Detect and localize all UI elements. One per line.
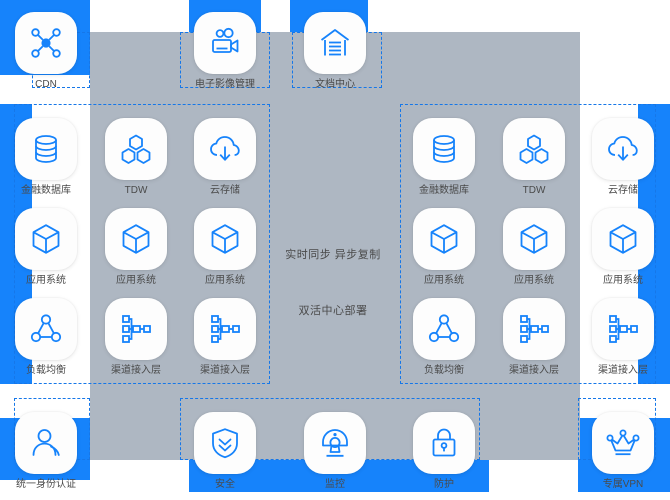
node-label: 应用系统 bbox=[603, 275, 643, 286]
node-label: 应用系统 bbox=[424, 275, 464, 286]
node-protection[interactable]: 防护 bbox=[413, 412, 475, 491]
warehouse-icon bbox=[304, 12, 366, 74]
node-label: 应用系统 bbox=[116, 275, 156, 286]
datacenter-backdrop bbox=[90, 32, 580, 460]
node-right-app-1[interactable]: 应用系统 bbox=[413, 208, 475, 287]
database-icon bbox=[413, 118, 475, 180]
node-label: 应用系统 bbox=[205, 275, 245, 286]
hexagon-cluster-icon bbox=[503, 118, 565, 180]
node-left-channel-2[interactable]: 渠道接入层 bbox=[194, 298, 256, 377]
node-right-financial-db[interactable]: 金融数据库 bbox=[413, 118, 475, 197]
cube-icon bbox=[194, 208, 256, 270]
cube-icon bbox=[592, 208, 654, 270]
node-cdn[interactable]: CDN bbox=[15, 12, 77, 91]
node-right-app-3[interactable]: 应用系统 bbox=[592, 208, 654, 287]
node-right-app-2[interactable]: 应用系统 bbox=[503, 208, 565, 287]
cdn-network-icon bbox=[15, 12, 77, 74]
node-label: 渠道接入层 bbox=[111, 365, 161, 376]
node-label: 云存储 bbox=[608, 185, 638, 196]
node-right-channel-1[interactable]: 渠道接入层 bbox=[503, 298, 565, 377]
cube-icon bbox=[105, 208, 167, 270]
cloud-download-icon bbox=[194, 118, 256, 180]
cube-icon bbox=[15, 208, 77, 270]
node-label: 金融数据库 bbox=[21, 185, 71, 196]
crown-icon bbox=[592, 412, 654, 474]
node-label: TDW bbox=[124, 185, 148, 196]
node-dedicated-vpn[interactable]: 专属VPN bbox=[592, 412, 654, 491]
tree-topology-icon bbox=[592, 298, 654, 360]
node-electronic-image-mgmt[interactable]: 电子影像管理 bbox=[194, 12, 256, 91]
node-label: 监控 bbox=[325, 479, 345, 490]
node-label: 应用系统 bbox=[514, 275, 554, 286]
tree-topology-icon bbox=[194, 298, 256, 360]
node-left-app-3[interactable]: 应用系统 bbox=[194, 208, 256, 287]
node-label: 应用系统 bbox=[26, 275, 66, 286]
node-label: 统一身份认证 bbox=[16, 479, 76, 490]
node-monitoring[interactable]: 监控 bbox=[304, 412, 366, 491]
cube-icon bbox=[413, 208, 475, 270]
node-label: CDN bbox=[35, 79, 57, 90]
node-label: 负载均衡 bbox=[424, 365, 464, 376]
node-label: 渠道接入层 bbox=[509, 365, 559, 376]
node-label: 电子影像管理 bbox=[195, 79, 255, 90]
node-label: 防护 bbox=[434, 479, 454, 490]
tree-topology-icon bbox=[105, 298, 167, 360]
cube-icon bbox=[503, 208, 565, 270]
hexagon-cluster-icon bbox=[105, 118, 167, 180]
node-right-tdw[interactable]: TDW bbox=[503, 118, 565, 197]
video-camera-icon bbox=[194, 12, 256, 74]
node-label: 云存储 bbox=[210, 185, 240, 196]
node-left-app-1[interactable]: 应用系统 bbox=[15, 208, 77, 287]
node-right-channel-2[interactable]: 渠道接入层 bbox=[592, 298, 654, 377]
camera-monitor-icon bbox=[304, 412, 366, 474]
node-left-load-balancer[interactable]: 负载均衡 bbox=[15, 298, 77, 377]
node-left-app-2[interactable]: 应用系统 bbox=[105, 208, 167, 287]
database-icon bbox=[15, 118, 77, 180]
center-note-deploy: 双活中心部署 bbox=[298, 305, 368, 317]
lock-icon bbox=[413, 412, 475, 474]
node-label: 专属VPN bbox=[602, 479, 644, 490]
load-balancer-icon bbox=[413, 298, 475, 360]
tree-topology-icon bbox=[503, 298, 565, 360]
zone-right-cluster bbox=[400, 104, 656, 384]
node-left-financial-db[interactable]: 金融数据库 bbox=[15, 118, 77, 197]
center-note-sync: 实时同步 异步复制 bbox=[285, 249, 381, 261]
node-left-cloud-storage[interactable]: 云存储 bbox=[194, 118, 256, 197]
user-account-icon bbox=[15, 412, 77, 474]
node-label: 渠道接入层 bbox=[200, 365, 250, 376]
node-right-cloud-storage[interactable]: 云存储 bbox=[592, 118, 654, 197]
node-left-tdw[interactable]: TDW bbox=[105, 118, 167, 197]
node-label: 负载均衡 bbox=[26, 365, 66, 376]
cloud-download-icon bbox=[592, 118, 654, 180]
node-identity-auth[interactable]: 统一身份认证 bbox=[15, 412, 77, 491]
node-label: 安全 bbox=[215, 479, 235, 490]
node-right-load-balancer[interactable]: 负载均衡 bbox=[413, 298, 475, 377]
node-security[interactable]: 安全 bbox=[194, 412, 256, 491]
node-label: 渠道接入层 bbox=[598, 365, 648, 376]
node-label: 金融数据库 bbox=[419, 185, 469, 196]
node-left-channel-1[interactable]: 渠道接入层 bbox=[105, 298, 167, 377]
node-document-center[interactable]: 文档中心 bbox=[304, 12, 366, 91]
load-balancer-icon bbox=[15, 298, 77, 360]
shield-icon bbox=[194, 412, 256, 474]
node-label: TDW bbox=[522, 185, 546, 196]
node-label: 文档中心 bbox=[315, 79, 355, 90]
zone-left-cluster bbox=[14, 104, 270, 384]
